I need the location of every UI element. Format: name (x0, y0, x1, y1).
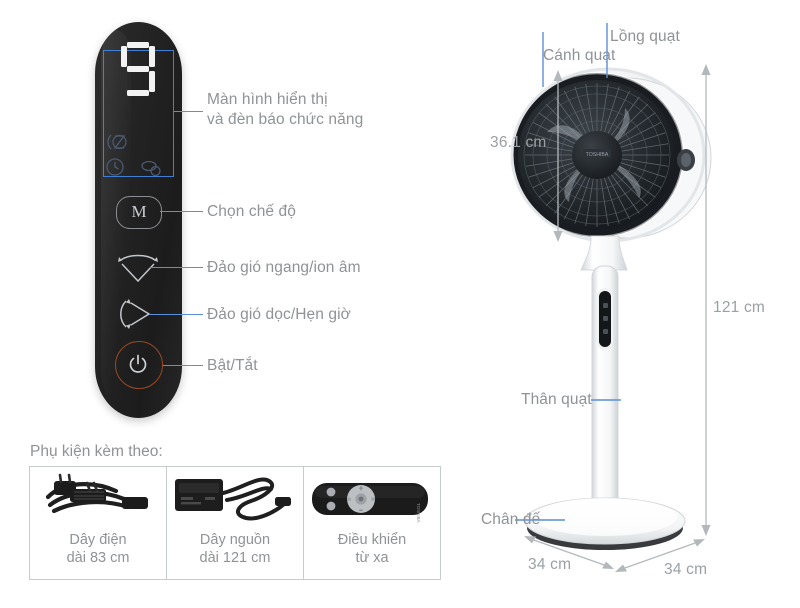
accessories-box: Dây điện dài 83 cm (29, 466, 441, 580)
accessory-adapter-cord: Dây nguồn dài 121 cm (166, 467, 303, 579)
label-fan-blade: Cánh quạt (543, 47, 616, 64)
timer-indicator-icon (105, 157, 125, 182)
dimension-total-height (701, 64, 711, 536)
display-leader-line (174, 111, 203, 113)
vertical-swing-leader-line (150, 314, 203, 316)
power-cord-caption: Dây điện dài 83 cm (66, 532, 130, 566)
callout-power: Bật/Tắt (207, 357, 258, 374)
remote-control-caption: Điều khiển từ xa (337, 532, 407, 566)
fan-illustration: TOSHIBA (455, 8, 800, 600)
power-icon (126, 352, 150, 376)
power-leader-line (163, 365, 203, 367)
label-fan-cage: Lồng quạt (610, 28, 680, 45)
display-digit (121, 42, 155, 96)
display-callout-box (103, 50, 174, 177)
callout-mode: Chọn chế độ (207, 203, 296, 220)
vertical-swing-button[interactable] (115, 297, 161, 331)
label-fan-body: Thân quạt (521, 391, 592, 408)
dimension-base-left (524, 536, 614, 569)
horizontal-swing-leader-line (150, 267, 203, 269)
dimension-head-height (553, 70, 563, 242)
mode-button-label: M (131, 202, 147, 221)
horizontal-swing-button[interactable] (115, 253, 161, 287)
power-cord-image (30, 467, 166, 529)
sleep-indicator-icon (140, 158, 164, 183)
callout-display: Màn hình hiển thị và đèn báo chức năng (207, 91, 364, 128)
svg-text:TOSHIBA: TOSHIBA (416, 503, 421, 523)
dimension-base-right (615, 539, 705, 572)
mode-leader-line (160, 211, 203, 213)
label-fan-base: Chân đế (481, 511, 541, 528)
accessory-power-cord: Dây điện dài 83 cm (30, 467, 166, 579)
accessory-remote-control: TOSHIBA Điều khiển từ xa (303, 467, 440, 579)
dimension-base-left-text: 34 cm (528, 556, 572, 573)
dimension-total-height-text: 121 cm (713, 299, 766, 316)
mode-button[interactable]: M (116, 196, 162, 229)
remote-control-image: TOSHIBA (304, 467, 440, 529)
ion-indicator-icon (106, 133, 132, 154)
adapter-cord-image (167, 467, 303, 529)
dimension-head-height-text: 36.1 cm (490, 134, 547, 151)
adapter-cord-caption: Dây nguồn dài 121 cm (199, 532, 271, 566)
dimension-base-right-text: 34 cm (664, 561, 708, 578)
svg-text:TOSHIBA: TOSHIBA (586, 152, 609, 158)
callout-vertical-swing: Đảo gió dọc/Hẹn giờ (207, 306, 351, 323)
power-button[interactable] (115, 341, 163, 389)
callout-horizontal-swing: Đảo gió ngang/ion âm (207, 259, 361, 276)
accessories-title: Phụ kiện kèm theo: (30, 443, 163, 460)
